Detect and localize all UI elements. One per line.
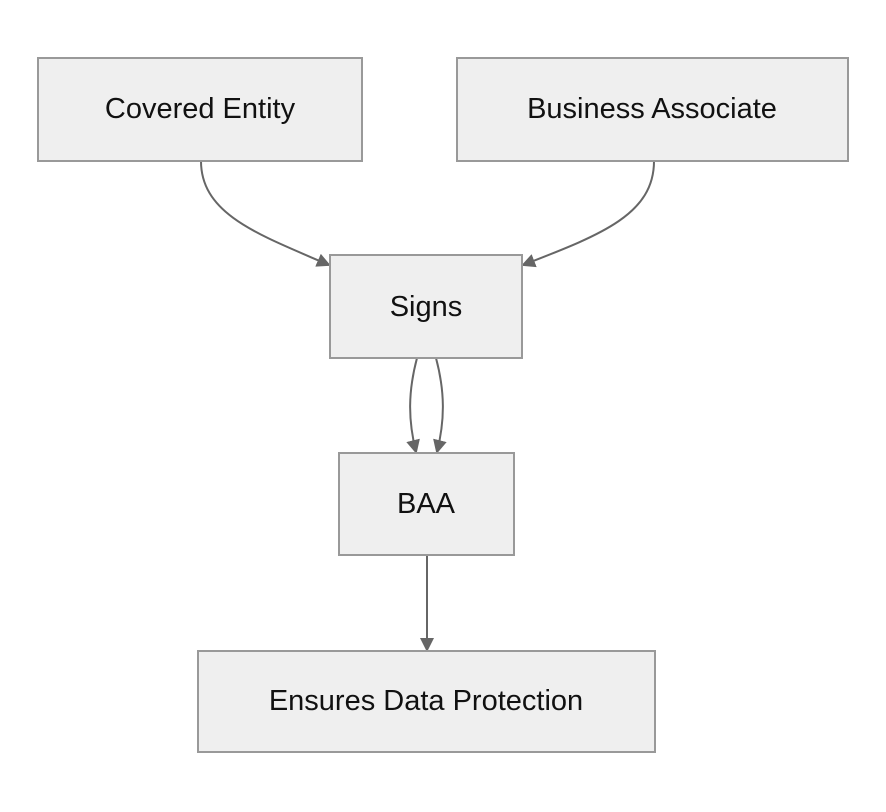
node-covered-entity-box (37, 57, 363, 162)
node-baa: BAA (338, 452, 515, 556)
node-ensures-data-protection: Ensures Data Protection (197, 650, 656, 753)
edge-signs-to-baa-left (406, 357, 420, 454)
node-baa-label: BAA (397, 488, 456, 520)
node-baa-box (338, 452, 515, 556)
node-business-associate-box (456, 57, 849, 162)
node-covered-entity-label: Covered Entity (105, 93, 296, 125)
node-business-associate-label: Business Associate (527, 93, 777, 125)
node-ensures-data-protection-label: Ensures Data Protection (269, 685, 583, 717)
node-covered-entity: Covered Entity (37, 57, 363, 162)
node-ensures-data-protection-box (197, 650, 656, 753)
node-signs-label: Signs (390, 291, 463, 323)
edge-covered-entity-to-signs (200, 160, 331, 267)
node-signs: Signs (329, 254, 523, 359)
node-signs-box (329, 254, 523, 359)
node-business-associate: Business Associate (456, 57, 849, 162)
edge-signs-to-baa-right (433, 357, 447, 454)
edge-business-associate-to-signs (521, 160, 655, 268)
edges (200, 160, 655, 652)
